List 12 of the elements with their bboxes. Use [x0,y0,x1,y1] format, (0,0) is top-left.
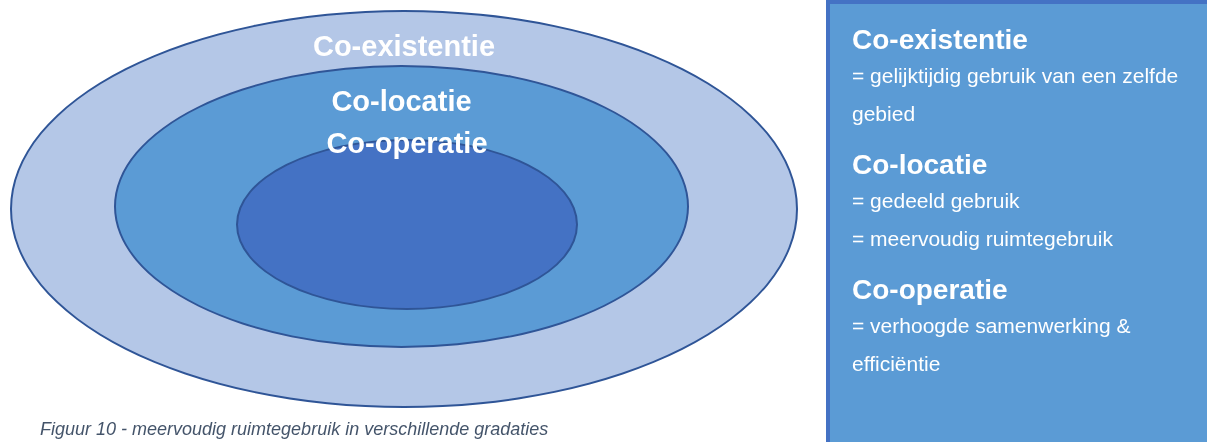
definition-text: = meervoudig ruimtegebruik [852,226,1114,252]
term-heading: Co-locatie [852,148,989,182]
definition-panel [826,0,1207,442]
ellipse-label: Co-operatie [326,129,488,158]
ellipse-label: Co-locatie [331,87,472,116]
term-heading: Co-existentie [852,23,1029,57]
definition-text: = verhoogde samenwerking & efficiëntie [852,313,1132,377]
definition-text: = gedeeld gebruik [852,188,1021,214]
definition-text: = gelijktijdig gebruik van een zelfde gebied [852,63,1180,127]
figure-caption: Figuur 10 - meervoudig ruimtegebruik in verschillende gradaties [40,418,549,441]
ellipse-label: Co-existentie [312,32,496,61]
term-heading: Co-operatie [852,273,1009,307]
